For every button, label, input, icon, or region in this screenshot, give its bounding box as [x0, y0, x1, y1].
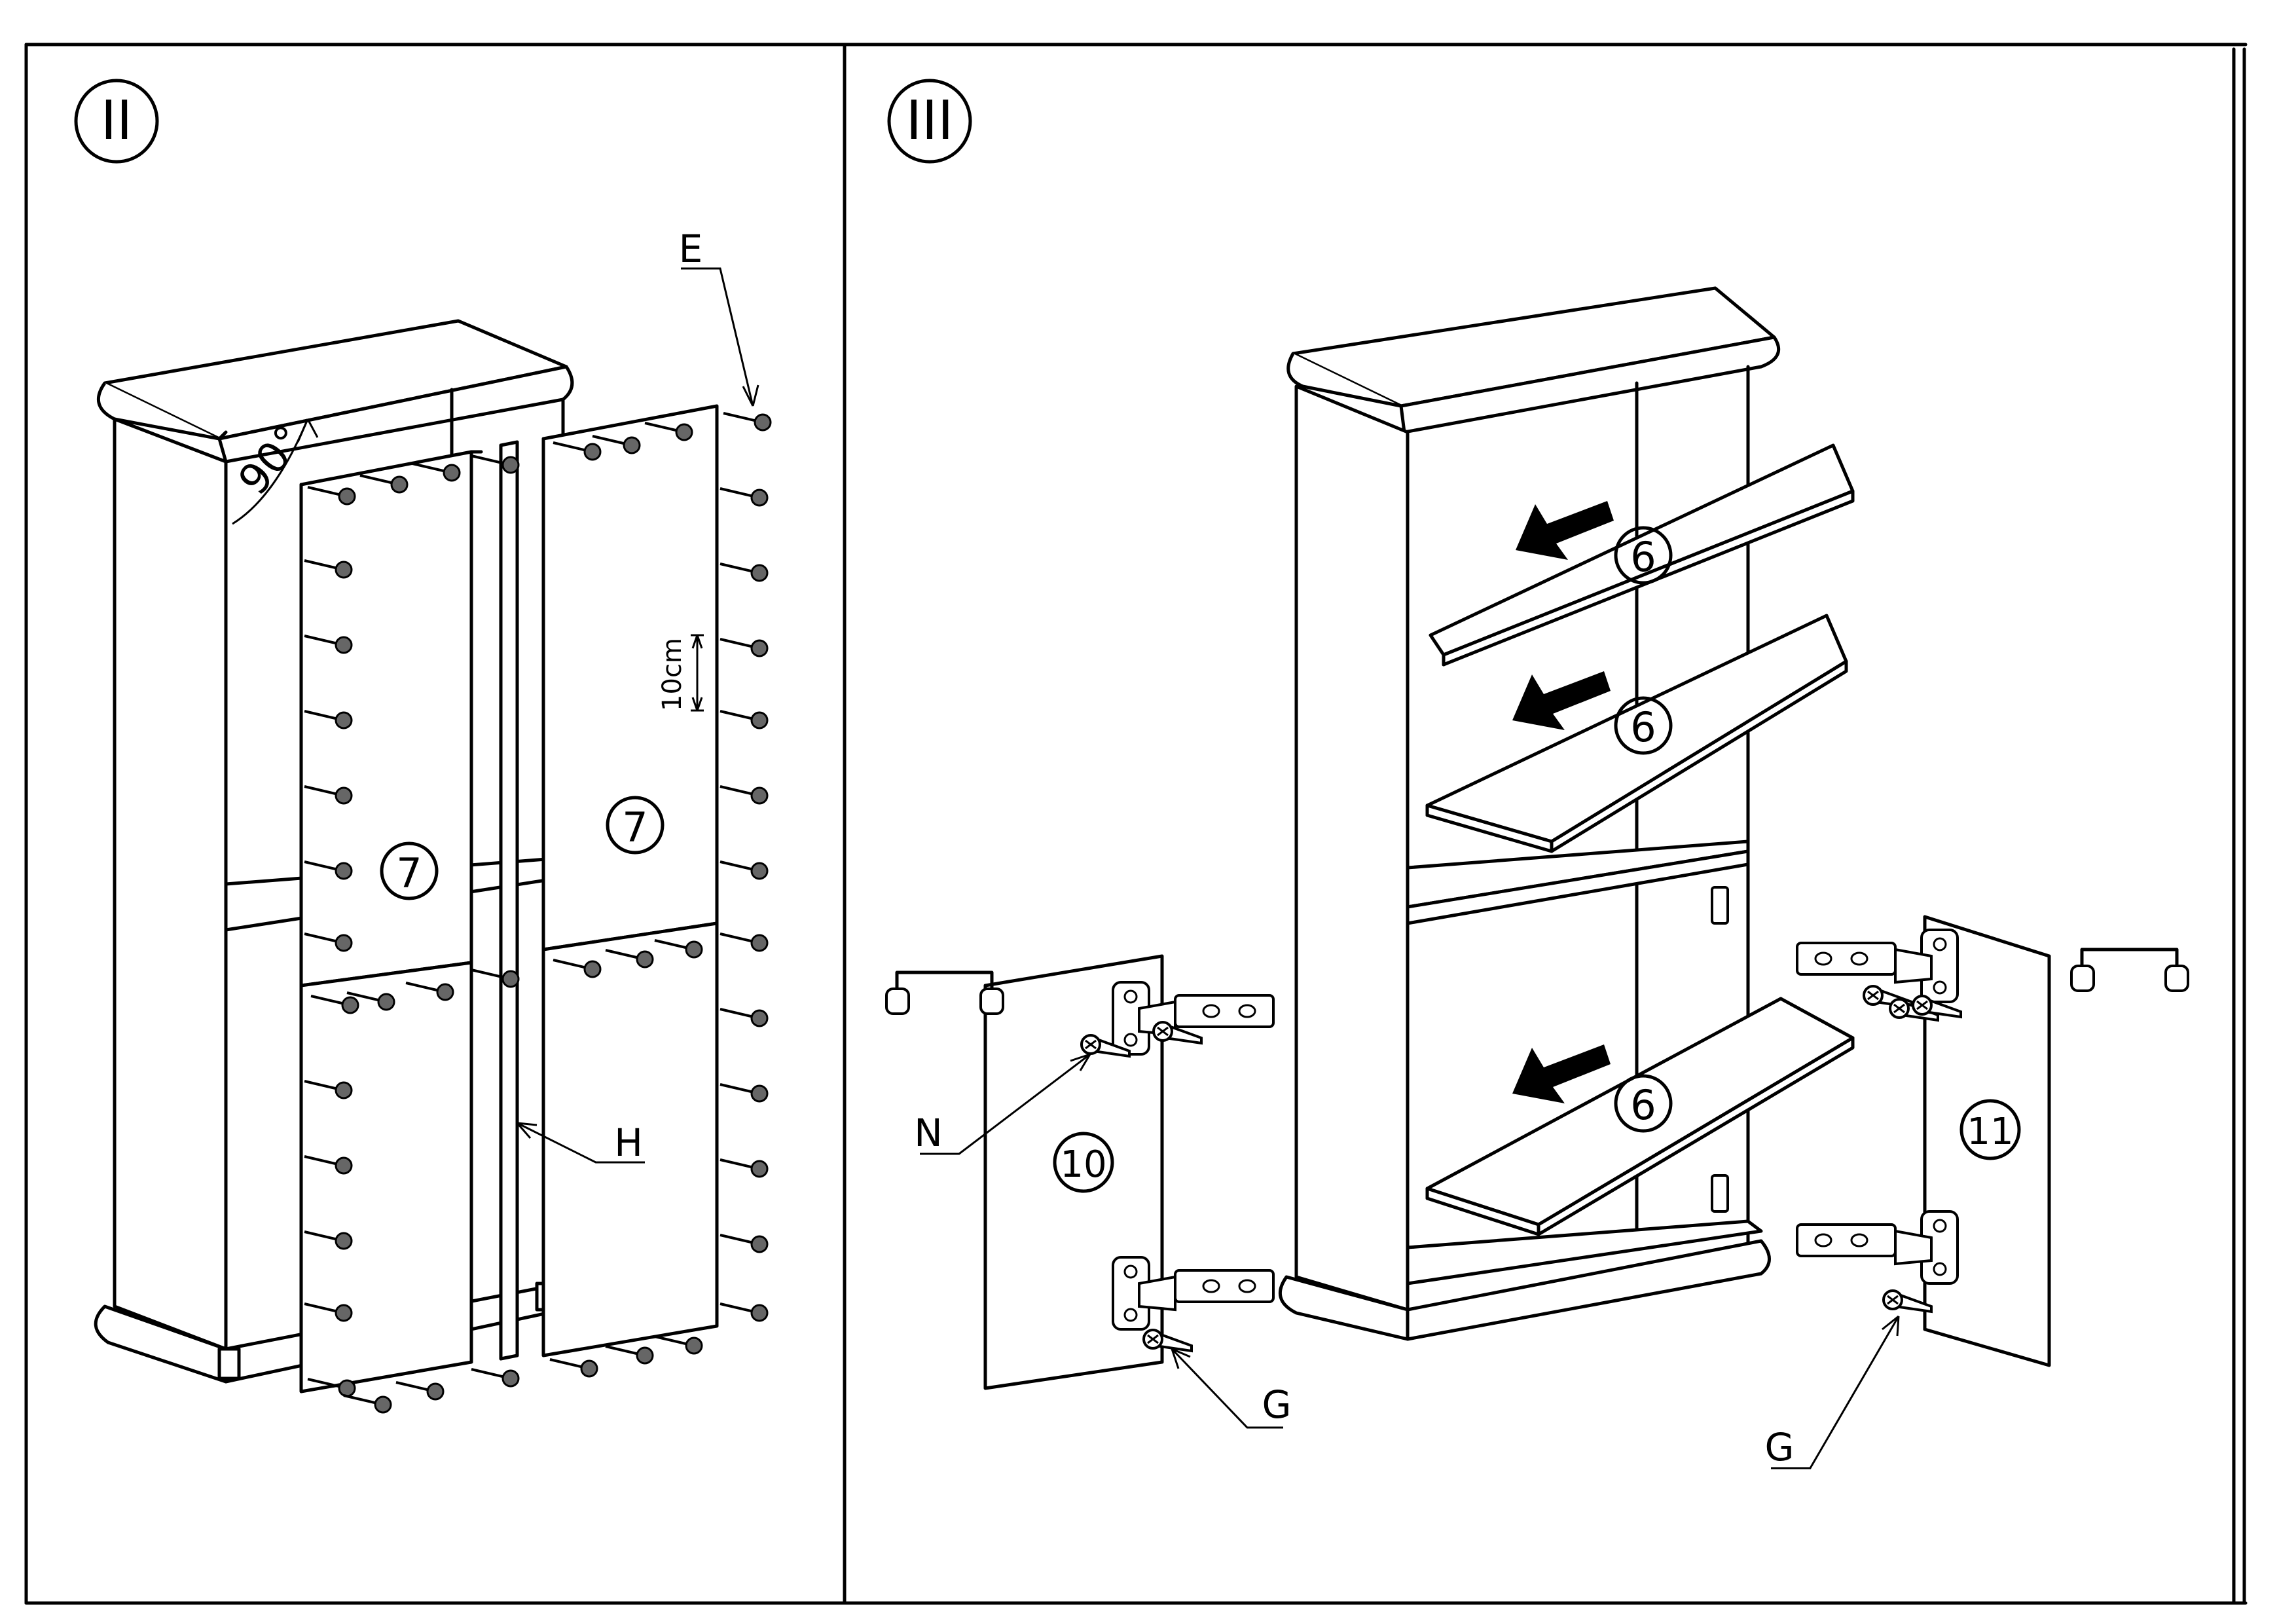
shelf-number-2: 6 — [1630, 703, 1656, 751]
callout-nails: E — [679, 227, 759, 407]
nail-icon — [342, 1394, 392, 1414]
step-2-badge: II — [74, 79, 159, 164]
door-left-number: 10 — [1060, 1143, 1106, 1186]
nail-icon — [719, 487, 769, 507]
nail-icon — [549, 1358, 598, 1378]
nail-icon — [470, 454, 520, 474]
shelf-upper — [1429, 443, 1855, 667]
strip-callout-label: H — [614, 1120, 643, 1165]
hinge-icon — [1112, 981, 1275, 1056]
step-3-number: III — [906, 90, 954, 152]
nail-icon — [653, 1335, 703, 1355]
step-3-cabinet — [1279, 286, 1781, 1341]
nail-icon — [719, 1234, 769, 1253]
handle-icon — [886, 972, 1003, 1014]
page-frame — [24, 43, 2248, 1605]
spacing-dimension: 10cm — [657, 634, 704, 712]
nail-icon — [719, 1083, 769, 1103]
nail-icon — [719, 860, 769, 880]
screw-g-right-label: G — [1765, 1425, 1795, 1469]
push-arrow-icon — [1512, 1044, 1611, 1103]
nail-icon — [719, 638, 769, 657]
part-7-left-label: 7 — [396, 849, 422, 897]
nail-icon — [719, 785, 769, 805]
shelf-label-2: 6 — [1614, 696, 1673, 755]
nail-icon — [604, 1345, 654, 1365]
hinge-icon — [1112, 1256, 1275, 1331]
hinge-icon — [1796, 1210, 1959, 1285]
screw-g-left-label: G — [1262, 1382, 1292, 1427]
nail-icon — [722, 412, 772, 432]
nail-icon — [719, 1302, 769, 1322]
push-arrow-icon — [1512, 671, 1611, 730]
shelf-number-1: 6 — [1630, 533, 1656, 581]
screw-n-label: N — [914, 1111, 942, 1155]
back-panel-left: 7 — [299, 450, 483, 1393]
handle-icon — [2071, 950, 2188, 991]
spacing-label: 10cm — [657, 638, 687, 711]
screw-icon — [1142, 1329, 1193, 1352]
back-panel-right: 7 — [541, 404, 719, 1357]
door-right-number: 11 — [1967, 1111, 2013, 1153]
shelf-label-3: 6 — [1614, 1074, 1673, 1133]
shelf-lower — [1425, 997, 1855, 1236]
joining-strip — [499, 440, 519, 1361]
callout-screw-n: N — [914, 1053, 1091, 1155]
part-7-right-label: 7 — [622, 803, 647, 851]
nail-icon — [470, 1368, 520, 1388]
nail-callout-label: E — [679, 227, 703, 271]
nail-icon — [719, 1158, 769, 1178]
nail-icon — [719, 1008, 769, 1027]
callout-strip: H — [516, 1120, 645, 1165]
callout-screw-g-left: G — [1171, 1348, 1292, 1429]
shelf-middle — [1425, 614, 1848, 853]
nail-icon — [719, 932, 769, 952]
nail-icon — [719, 710, 769, 729]
shelf-number-3: 6 — [1630, 1081, 1656, 1129]
callout-screw-g-right: G — [1765, 1315, 1900, 1469]
step-3-badge: III — [887, 79, 972, 164]
nail-icon — [470, 969, 520, 988]
shelf-label-1: 6 — [1614, 526, 1673, 585]
nail-icon — [719, 563, 769, 582]
nail-icon — [395, 1381, 445, 1401]
push-arrow-icon — [1516, 501, 1614, 560]
step-2-number: II — [101, 90, 132, 152]
